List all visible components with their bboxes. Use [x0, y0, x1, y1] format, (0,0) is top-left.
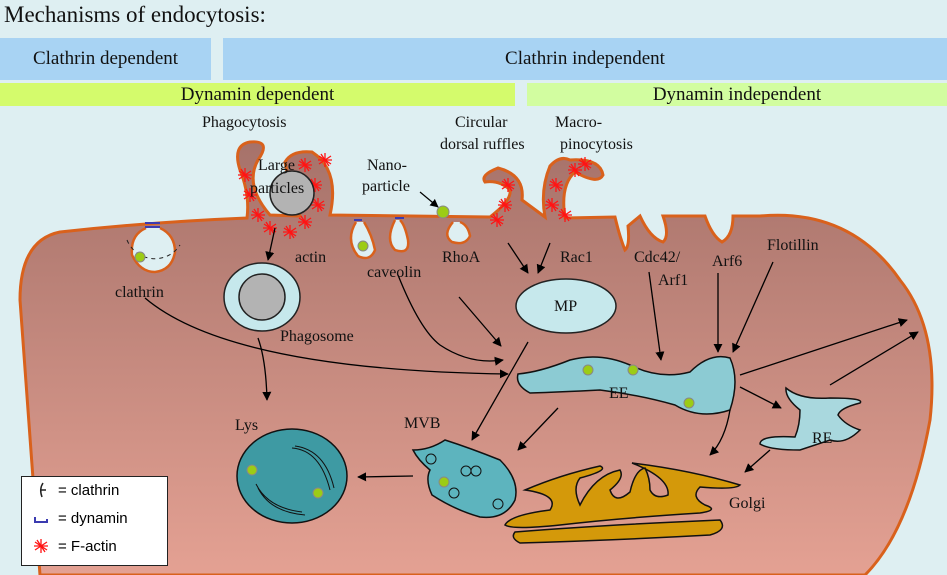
label-phagocytosis: Phagocytosis — [202, 114, 286, 131]
legend-label: = clathrin — [58, 481, 120, 499]
label-macro-1: Macro- — [555, 114, 602, 131]
large-particle — [269, 170, 315, 216]
label-nano-2: particle — [362, 178, 410, 195]
golgi-apparatus — [504, 462, 742, 529]
legend-item-clathrin: = clathrin — [30, 479, 119, 501]
rhoa-vesicle — [446, 220, 472, 245]
label-flotillin: Flotillin — [767, 237, 819, 254]
f-actin-icon — [33, 538, 49, 554]
recycling-endosome — [759, 386, 862, 451]
diagram-title: Mechanisms of endocytosis: — [4, 2, 266, 27]
band-label: Dynamin independent — [652, 83, 822, 105]
legend-item-dynamin: = dynamin — [30, 507, 128, 529]
label-clathrin: clathrin — [115, 284, 164, 301]
legend-item-f-actin: = F-actin — [30, 535, 117, 557]
label-rac1: Rac1 — [560, 249, 593, 266]
label-lys: Lys — [235, 417, 258, 434]
label-nano-1: Nano- — [367, 157, 407, 174]
band-clathrin-dependent: Clathrin dependent — [0, 38, 211, 80]
clathrin-icon — [39, 482, 46, 498]
label-arf1: Arf1 — [658, 272, 688, 289]
macropinosome — [515, 278, 617, 334]
label-mp: MP — [554, 298, 577, 315]
label-arf6: Arf6 — [712, 253, 742, 270]
label-circular-1: Circular — [455, 114, 508, 131]
label-mvb: MVB — [404, 415, 440, 432]
label-large-2: particles — [250, 180, 304, 197]
label-ee: EE — [609, 385, 629, 402]
label-large-1: Large — [258, 157, 295, 174]
dynamin-icon — [34, 517, 48, 523]
nanoparticle — [436, 205, 450, 219]
label-macro-2: pinocytosis — [560, 136, 633, 153]
band-label: Dynamin dependent — [180, 83, 335, 105]
label-circular-2: dorsal ruffles — [440, 136, 525, 153]
band-label: Clathrin dependent — [32, 48, 179, 69]
caveolae — [349, 217, 410, 260]
band-clathrin-independent: Clathrin independent — [223, 38, 947, 80]
clathrin-coated-pit — [126, 222, 181, 274]
band-dynamin-independent: Dynamin independent — [527, 83, 947, 106]
lysosome — [236, 428, 348, 524]
label-rhoa: RhoA — [442, 249, 481, 266]
label-actin: actin — [295, 249, 326, 266]
legend-label: = F-actin — [58, 537, 117, 555]
early-endosome — [516, 355, 736, 415]
label-cdc42: Cdc42/ — [634, 249, 681, 266]
trafficking-arrows — [144, 227, 919, 482]
legend: = clathrin = dynamin = F-actin — [21, 476, 168, 566]
legend-label: = dynamin — [58, 509, 128, 527]
band-dynamin-dependent: Dynamin dependent — [0, 83, 515, 106]
label-re: RE — [812, 430, 832, 447]
label-golgi: Golgi — [729, 495, 766, 512]
band-label: Clathrin independent — [505, 48, 665, 69]
label-caveolin: caveolin — [367, 264, 421, 281]
multivesicular-body — [411, 439, 517, 519]
label-phagosome: Phagosome — [280, 328, 354, 345]
